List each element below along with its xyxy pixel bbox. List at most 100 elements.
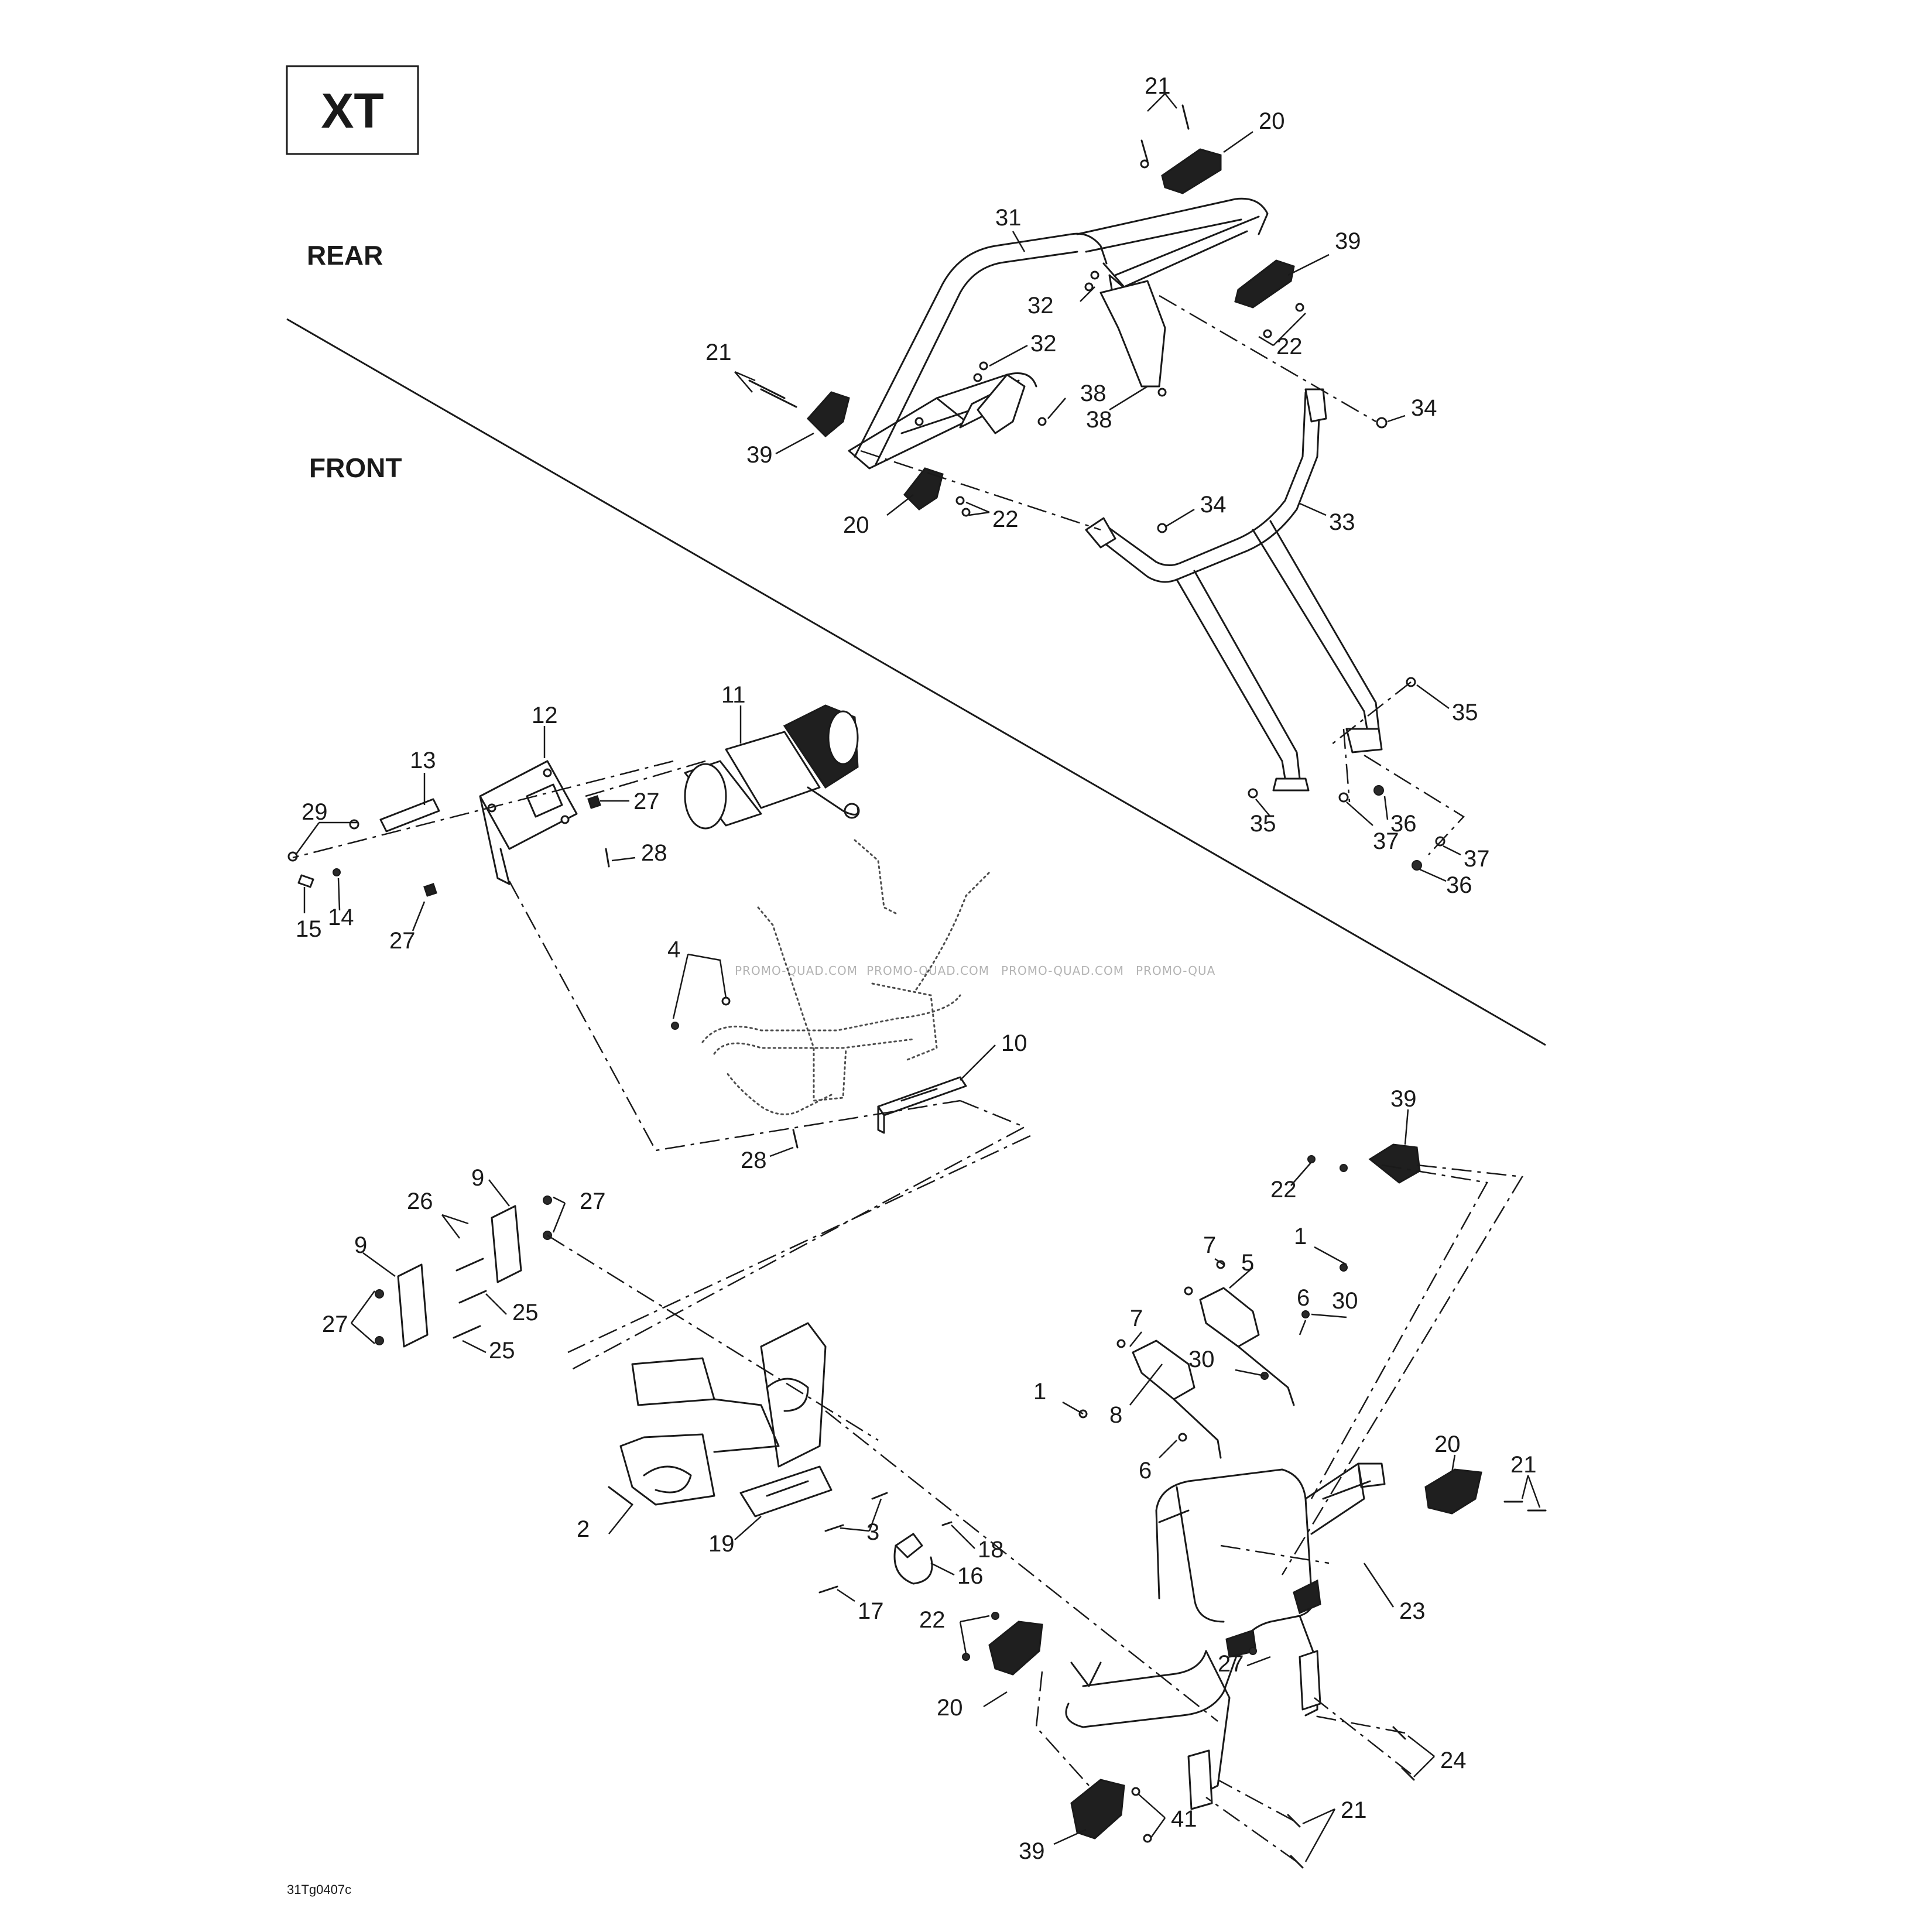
- grab-handle-cover-39-left: [748, 379, 850, 438]
- callout-20: 20: [1259, 108, 1285, 134]
- callout-11: 11: [721, 682, 746, 708]
- callout-1: 1: [1294, 1224, 1307, 1249]
- callout-38: 38: [1086, 407, 1112, 433]
- bracket-38: [973, 270, 1167, 434]
- callout-21: 21: [705, 340, 732, 365]
- model-label: XT: [321, 83, 383, 138]
- callout-16: 16: [957, 1563, 984, 1589]
- callout-9: 9: [354, 1232, 367, 1258]
- callout-20: 20: [1434, 1431, 1461, 1457]
- callout-22: 22: [1276, 334, 1303, 359]
- footrest-bracket-5: [1184, 1260, 1348, 1406]
- callout-21: 21: [1145, 73, 1171, 99]
- frame-ghost: [671, 839, 991, 1115]
- callout-19: 19: [708, 1531, 735, 1557]
- callout-9: 9: [471, 1165, 484, 1191]
- front-cover-20-left: [962, 1612, 1043, 1676]
- callout-20: 20: [843, 512, 869, 538]
- rear-rack-31: [848, 197, 1269, 470]
- callout-7: 7: [1130, 1306, 1143, 1331]
- watermark-text: PROMO-QUAD.COM: [735, 964, 858, 978]
- callout-20: 20: [937, 1695, 963, 1721]
- callout-4: 4: [667, 937, 680, 962]
- footrest-bracket-8: [1078, 1339, 1269, 1459]
- callout-26: 26: [407, 1188, 433, 1214]
- callout-28: 28: [741, 1147, 767, 1173]
- winch-11: [684, 704, 860, 830]
- callout-17: 17: [858, 1598, 884, 1624]
- grab-handle-cover-20-left: [903, 467, 971, 517]
- callout-12: 12: [532, 703, 558, 728]
- callout-7: 7: [1203, 1232, 1216, 1258]
- callout-8: 8: [1109, 1402, 1122, 1428]
- callout-21: 21: [1341, 1797, 1367, 1823]
- model-badge: XT: [286, 65, 419, 155]
- callout-35: 35: [1250, 811, 1276, 837]
- callout-38: 38: [1080, 381, 1107, 406]
- front-cover-39-top: [1307, 1143, 1421, 1184]
- rear-front-divider: [286, 318, 1546, 1046]
- callout-10: 10: [1001, 1030, 1027, 1056]
- callout-30: 30: [1332, 1288, 1358, 1314]
- callout-27: 27: [1218, 1651, 1244, 1677]
- callout-30: 30: [1188, 1347, 1215, 1372]
- winch-bracket-13: [287, 795, 610, 897]
- callout-37: 37: [1373, 828, 1399, 854]
- callout-36: 36: [1446, 872, 1472, 898]
- front-bumper-2: [608, 1322, 827, 1506]
- watermark: PROMO-QUAD.COM PROMO-QUAD.COM PROMO-QUAD…: [735, 964, 1215, 978]
- callout-14: 14: [328, 905, 354, 930]
- callout-39: 39: [1019, 1838, 1045, 1864]
- front-cover-39-bottom: [1070, 1779, 1152, 1843]
- front-label: FRONT: [309, 453, 402, 483]
- fairlead-19: [739, 1465, 888, 1532]
- callout-32: 32: [1027, 293, 1054, 318]
- callout-31: 31: [995, 205, 1022, 231]
- callout-2: 2: [577, 1516, 590, 1542]
- callout-21: 21: [1510, 1452, 1537, 1478]
- callout-35: 35: [1452, 700, 1478, 725]
- fairlead-mount-9: [375, 1195, 552, 1348]
- front-cover-20-right: [1424, 1468, 1547, 1515]
- callout-27: 27: [633, 789, 660, 814]
- rear-label: REAR: [307, 240, 383, 270]
- callout-29: 29: [302, 799, 328, 825]
- callout-22: 22: [1270, 1177, 1297, 1203]
- rear-bumper-33: [1085, 388, 1445, 871]
- callout-24: 24: [1440, 1748, 1467, 1773]
- front-bumper-23: [1065, 1462, 1386, 1810]
- grab-handle-cover-39-top: [1234, 259, 1304, 338]
- callout-25: 25: [489, 1338, 515, 1364]
- callout-22: 22: [992, 506, 1019, 532]
- callout-33: 33: [1329, 509, 1355, 535]
- assembly-leaders: [292, 294, 1524, 1863]
- callout-41: 41: [1171, 1806, 1197, 1832]
- callout-3: 3: [866, 1519, 879, 1545]
- winch-plate-12: [479, 760, 578, 885]
- callout-18: 18: [978, 1537, 1004, 1563]
- callout-22: 22: [919, 1607, 946, 1633]
- callout-5: 5: [1241, 1250, 1254, 1276]
- watermark-text: PROMO-QUAD.COM: [1001, 964, 1124, 978]
- callout-28: 28: [641, 840, 667, 866]
- callout-13: 13: [410, 748, 436, 773]
- callout-37: 37: [1464, 846, 1490, 872]
- callout-27: 27: [580, 1188, 606, 1214]
- callout-1: 1: [1033, 1379, 1046, 1405]
- callout-6: 6: [1139, 1458, 1152, 1484]
- callout-numbers: 21 20 31 39 32 22 21 32 38 38 34 39 20 2…: [296, 73, 1537, 1864]
- callout-32: 32: [1030, 331, 1057, 357]
- callout-lines: [294, 93, 1541, 1862]
- callout-39: 39: [746, 442, 773, 468]
- callout-34: 34: [1411, 395, 1437, 421]
- watermark-text: PROMO-QUA: [1136, 964, 1215, 978]
- callout-34: 34: [1200, 492, 1227, 518]
- callout-15: 15: [296, 916, 322, 942]
- drawing-code: 31Tg0407c: [287, 1882, 351, 1897]
- callout-23: 23: [1399, 1598, 1426, 1624]
- grab-handle-cover-20-top: [1140, 104, 1222, 194]
- callout-39: 39: [1335, 228, 1361, 254]
- callout-27: 27: [389, 928, 416, 954]
- callout-27: 27: [322, 1311, 348, 1337]
